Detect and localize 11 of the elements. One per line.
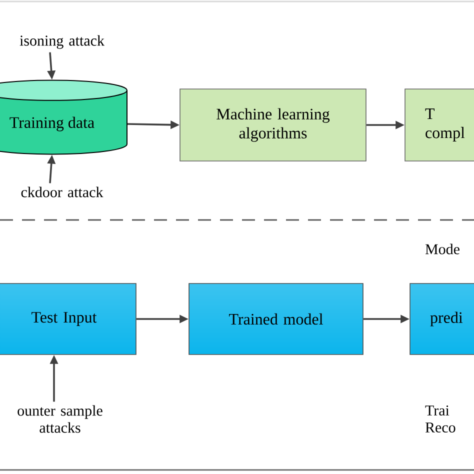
node-label: isoning attack — [20, 35, 104, 49]
process-box: T compl — [404, 88, 474, 162]
data-cylinder: Training data — [0, 80, 128, 155]
node-label: ckdoor attack — [21, 186, 104, 198]
text-label: Mode — [425, 244, 460, 254]
process-box: predi — [410, 283, 474, 355]
process-box: Test Input — [0, 283, 136, 355]
text-label: Trai Reco — [425, 405, 456, 433]
process-box: Trained model — [188, 283, 364, 355]
node-label: ounter sample attacks — [18, 405, 102, 433]
process-box: Machine learning algorithms — [180, 88, 366, 162]
